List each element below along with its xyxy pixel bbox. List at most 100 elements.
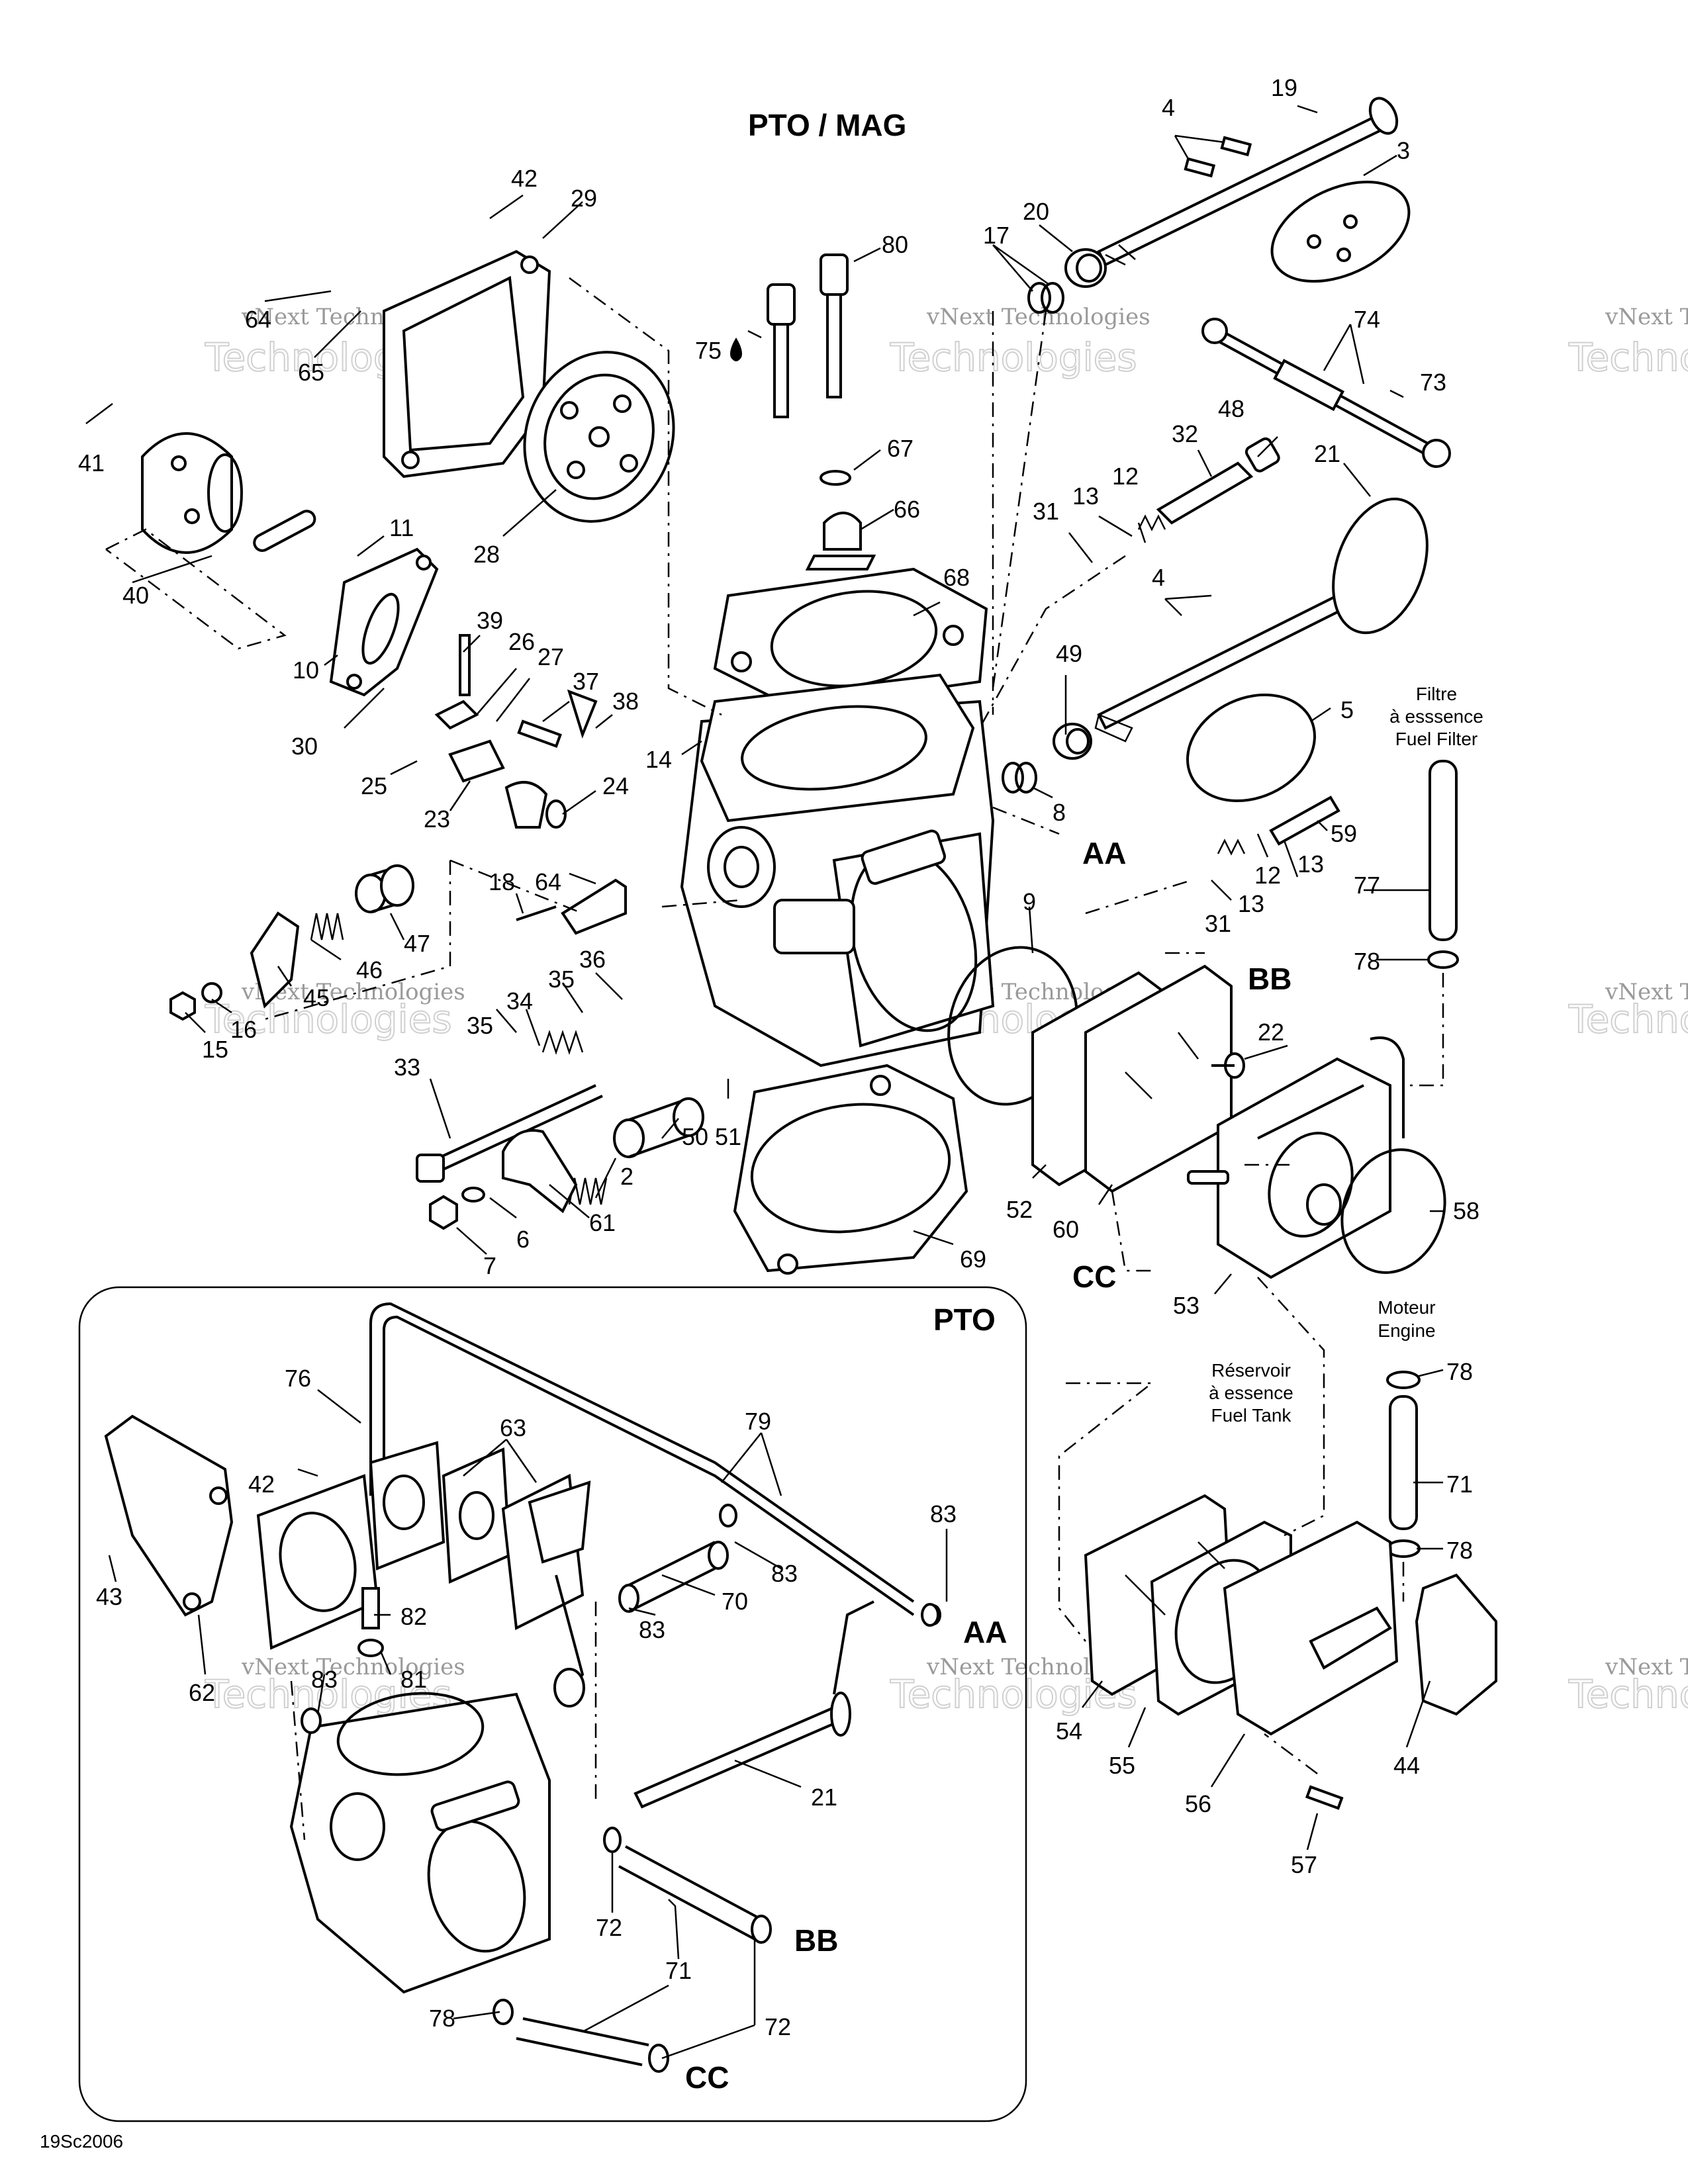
callout-81: 81	[400, 1666, 427, 1693]
callout-70: 70	[722, 1588, 748, 1615]
fuel-tank-note-line2: à essence	[1209, 1383, 1293, 1403]
engine-note-line2: Engine	[1378, 1320, 1435, 1341]
callout-39: 39	[477, 607, 503, 634]
connector-cc: CC	[1072, 1259, 1116, 1294]
callout-65: 65	[298, 359, 324, 386]
fuel-filter-note-line2: à esssence	[1389, 706, 1483, 727]
callout-50: 50	[682, 1123, 708, 1150]
callout-48: 48	[1218, 395, 1244, 422]
callout-35b: 35	[467, 1012, 493, 1039]
callout-79: 79	[745, 1408, 771, 1435]
callout-13b: 13	[1297, 850, 1324, 878]
fitting-22	[1211, 1052, 1245, 1079]
gaskets-52-60	[1031, 964, 1233, 1193]
callout-21: 21	[1314, 440, 1340, 467]
callout-35: 35	[548, 966, 575, 993]
callout-14: 14	[645, 746, 672, 773]
callout-42b: 42	[248, 1471, 275, 1498]
callout-24: 24	[602, 772, 629, 799]
callout-55: 55	[1109, 1752, 1135, 1779]
watermark-bg: Technologies	[890, 335, 1137, 380]
connector-bb-inset: BB	[794, 1923, 838, 1958]
sleeve-47	[355, 864, 414, 913]
callout-71b: 71	[665, 1957, 692, 1984]
callout-67: 67	[887, 435, 914, 462]
callout-83c: 83	[639, 1616, 665, 1643]
needle-valve-23	[434, 634, 548, 829]
linkage-rod-73	[1201, 318, 1451, 468]
callout-54: 54	[1056, 1717, 1082, 1745]
callout-4: 4	[1162, 94, 1175, 121]
o-rings-17	[1027, 282, 1064, 314]
callout-27: 27	[538, 643, 564, 670]
callout-82: 82	[400, 1603, 427, 1630]
connector-aa: AA	[1082, 836, 1126, 870]
callout-12b: 12	[1254, 862, 1281, 889]
fuel-filter-note: Filtre à esssence Fuel Filter	[1389, 684, 1483, 749]
callout-71: 71	[1446, 1471, 1473, 1498]
callout-11: 11	[389, 514, 414, 541]
main-assembly	[141, 97, 1497, 1810]
callout-40: 40	[122, 582, 149, 609]
callout-42: 42	[511, 165, 538, 192]
connector-cc-inset: CC	[685, 2060, 729, 2095]
callout-69: 69	[960, 1246, 986, 1273]
engine-note: Moteur Engine	[1378, 1297, 1435, 1341]
inset-title: PTO	[933, 1302, 996, 1337]
carburetor-body	[680, 673, 995, 1068]
callout-30: 30	[291, 733, 318, 760]
callout-16: 16	[230, 1016, 257, 1043]
bracket-62	[104, 1414, 234, 1617]
callout-32: 32	[1172, 420, 1198, 447]
o-rings-8	[1002, 762, 1037, 794]
inset-assembly	[104, 1302, 941, 2073]
nuts-7-15	[169, 982, 485, 1230]
callout-44: 44	[1393, 1752, 1420, 1779]
watermark-bg: Technologies	[205, 997, 452, 1042]
callout-78d: 78	[429, 2005, 455, 2032]
callout-63: 63	[500, 1414, 526, 1441]
watermark: vNext Technologies	[241, 1654, 465, 1680]
diagram-title: PTO / MAG	[748, 108, 906, 142]
callout-66: 66	[894, 496, 920, 523]
cover-42	[256, 1441, 445, 1650]
inset-box	[78, 1286, 1027, 2122]
callout-64: 64	[245, 306, 271, 333]
watermark-bg: Technologies	[1568, 997, 1688, 1042]
callout-36: 36	[579, 946, 606, 973]
throttle-shaft-21	[1094, 497, 1429, 743]
callout-9: 9	[1023, 888, 1036, 915]
bracket-64	[561, 878, 627, 935]
callout-46: 46	[356, 956, 383, 983]
callout-28: 28	[473, 541, 500, 568]
diaphragm-63	[442, 1447, 591, 1707]
shaft-21-inset	[633, 1600, 874, 1809]
callout-5: 5	[1340, 696, 1354, 723]
callout-29: 29	[571, 185, 597, 212]
connector-aa-inset: AA	[963, 1615, 1007, 1649]
o-ring-58	[1340, 1148, 1446, 1274]
callout-21b: 21	[811, 1784, 837, 1811]
bracket-30	[329, 547, 439, 697]
lever-38	[567, 689, 598, 739]
callout-10: 10	[293, 657, 319, 684]
watermark: vNext Technologies	[1605, 1654, 1688, 1680]
o-ring-24	[545, 799, 567, 829]
clamp-66	[805, 512, 876, 570]
cam-40	[141, 432, 316, 554]
callout-13: 13	[1072, 482, 1099, 510]
callout-41: 41	[78, 449, 105, 477]
callout-49: 49	[1056, 640, 1082, 667]
callout-80: 80	[882, 231, 908, 258]
callout-47: 47	[404, 930, 430, 957]
cover-29	[383, 250, 551, 478]
guide-lines	[105, 277, 1444, 1774]
lever-45	[250, 911, 300, 1009]
screws-4-top	[1184, 136, 1252, 178]
adjusting-screw-32	[1137, 437, 1280, 531]
carburetor-inset	[289, 1692, 551, 1994]
callout-20: 20	[1023, 198, 1049, 225]
callout-17: 17	[983, 222, 1009, 249]
callout-23: 23	[424, 805, 450, 833]
